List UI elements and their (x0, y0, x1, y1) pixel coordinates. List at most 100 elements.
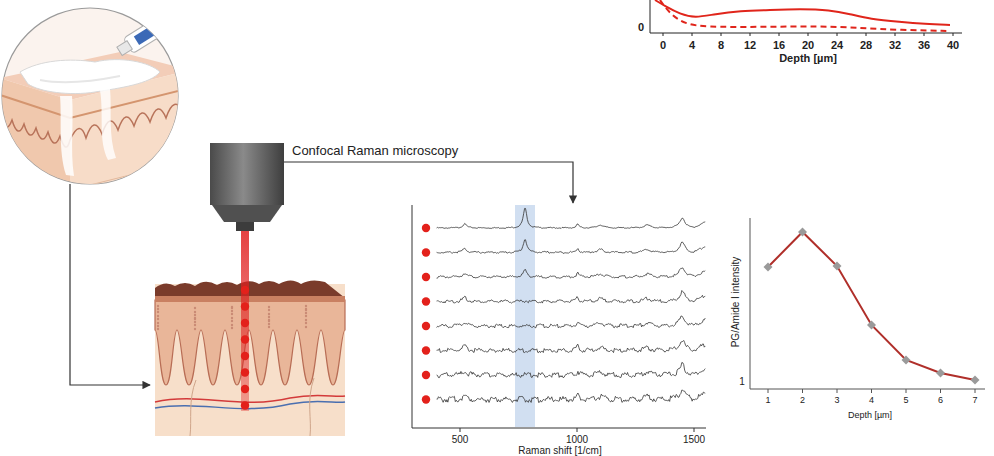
drawing-part (437, 268, 706, 278)
drawing-part (157, 305, 159, 307)
drawing-part (241, 368, 249, 376)
drawing-part (871, 389, 872, 393)
drawing-part (157, 328, 159, 330)
tick-label: 1500 (683, 434, 705, 445)
tick-label: 500 (452, 434, 469, 445)
drawing-part (155, 401, 345, 408)
drawing-part (231, 306, 233, 308)
drawing-part (231, 307, 233, 309)
tick-label: 1 (765, 396, 770, 406)
drawing-part (268, 320, 270, 322)
drawing-part (231, 324, 233, 326)
method-label: Confocal Raman microscopy (292, 144, 458, 158)
drawing-part (750, 389, 985, 390)
drawing-part (268, 306, 270, 308)
drawing-part (268, 326, 270, 328)
drawing-part (305, 315, 307, 317)
drawing-part (837, 389, 838, 393)
drawing-part (437, 290, 706, 303)
drawing-part (305, 326, 307, 328)
drawing-part (764, 263, 773, 272)
drawing-part (268, 313, 270, 315)
tick-label: 24 (831, 39, 843, 51)
drawing-part (155, 280, 345, 298)
drawing-part (975, 389, 976, 393)
drawing-part (212, 205, 282, 222)
tick-label: 2 (800, 396, 805, 406)
leader-arrow (70, 184, 150, 385)
drawing-part (241, 319, 249, 327)
drawing-part (650, 33, 962, 34)
drawing-part (953, 33, 954, 36)
drawing-part (310, 378, 314, 436)
drawing-part (750, 33, 751, 36)
drawing-part (305, 322, 307, 324)
drawing-part (60, 96, 74, 176)
drawing-part (305, 308, 307, 310)
tick-label: 5 (903, 396, 908, 406)
drawing-part (422, 395, 430, 403)
drawing-part (422, 248, 430, 256)
drawing-part (460, 428, 461, 432)
drawing-part (437, 340, 706, 352)
drawing-part (155, 300, 345, 385)
drawing-part (268, 316, 270, 318)
axis-title: PG/Amide I intensity (730, 257, 741, 348)
drawing-part (422, 224, 430, 232)
drawing-part (241, 352, 249, 360)
flow-arrow (284, 162, 573, 203)
axis-title: Raman shift [1/cm] (518, 445, 601, 456)
drawing-part (241, 385, 249, 393)
drawing-part (114, 5, 186, 60)
drawing-part (692, 33, 693, 36)
drawing-part (157, 315, 159, 317)
drawing-part (157, 322, 159, 324)
drawing-part (305, 309, 307, 311)
tick-label: 20 (802, 39, 814, 51)
tick-label: 12 (744, 39, 756, 51)
drawing-part (231, 313, 233, 315)
drawing-part (437, 390, 706, 402)
tick-label: 4 (869, 396, 874, 406)
drawing-part (412, 205, 413, 428)
depth-dots (422, 224, 430, 404)
axis-title: Depth [µm] (848, 411, 892, 421)
highlight-band (515, 205, 535, 427)
drawing-part (924, 33, 925, 36)
drawing-part (231, 320, 233, 322)
drawing-part (268, 309, 270, 311)
drawing-part (660, 0, 950, 31)
depth-profile-chart (750, 218, 985, 393)
tick-label: 0 (638, 21, 644, 33)
drawing-part (895, 33, 896, 36)
drawing-part (437, 240, 706, 254)
drawing-part (241, 302, 249, 310)
drawing-part (194, 328, 196, 330)
tick-label: 16 (773, 39, 785, 51)
drawing-part (0, 104, 184, 147)
drawing-part (837, 33, 838, 36)
tick-label: 6 (938, 396, 943, 406)
drawing-part (779, 33, 780, 36)
drawing-part (412, 428, 706, 429)
laser-beam (241, 231, 249, 411)
drawing-part (422, 273, 430, 281)
drawing-part (157, 311, 159, 313)
drawing-part (155, 284, 345, 436)
tick-label: 0 (660, 39, 666, 51)
drawing-part (241, 335, 249, 343)
drawing-part (768, 232, 975, 380)
tick-label: 28 (860, 39, 872, 51)
tick-label: 40 (947, 39, 959, 51)
drawing-part (268, 323, 270, 325)
drawing-part (437, 363, 706, 378)
drawing-part (971, 376, 980, 385)
drawing-part (305, 319, 307, 321)
drawing-part (650, 0, 651, 33)
drawing-part (798, 228, 807, 237)
drawing-part (940, 389, 941, 393)
drawing-part (936, 369, 945, 378)
drawing-part (194, 314, 196, 316)
